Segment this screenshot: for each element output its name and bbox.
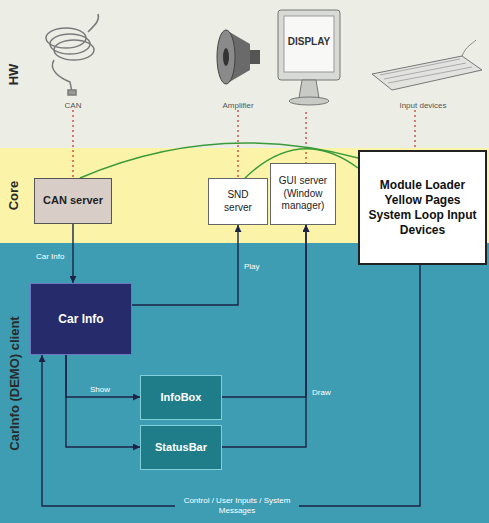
display-device: DISPLAY [278,10,340,112]
device-label: DISPLAY [286,36,332,47]
connector [42,265,420,506]
connector-label: Car Info [34,252,66,262]
connector [66,355,140,447]
can-device: CAN [42,12,104,110]
connector [237,110,238,178]
connector [72,110,73,178]
connector-label: Control / User Inputs / System Messages [175,496,299,515]
device-label: Amplifier [220,101,255,110]
connector-label: Play [242,262,262,272]
can-cable-icon [46,14,99,95]
box-label: GUI server (Window manager) [275,175,331,213]
device-label: CAN [63,101,84,110]
box-label: CAN server [43,194,103,208]
band-label: HW [6,63,21,85]
connector [305,112,306,163]
input-device: Input devices [362,12,484,110]
connector [222,225,306,447]
connector-label: Show [88,385,112,395]
band-label: Core [7,181,22,211]
connector-label: Draw [310,388,333,398]
box-label: InfoBox [161,391,202,405]
connector [72,224,73,283]
widget-box: StatusBar [140,425,222,470]
band-label: CarInfo (DEMO) client [7,316,22,450]
keyboard-icon [372,40,482,90]
server-box: SND server [208,178,268,225]
band-label-holder: Core [0,148,28,243]
amplifier-device: Amplifier [200,12,276,110]
client-band: CarInfo (DEMO) client Car InfoInfoBoxStat… [0,243,489,523]
box-label: StatusBar [155,441,207,455]
server-box: CAN server [34,178,112,224]
box-label: SND server [213,189,263,214]
device-label: Input devices [397,101,448,110]
connector [66,355,140,397]
connector [80,143,358,178]
core-services-box: Module Loader Yellow Pages System Loop I… [358,150,487,265]
box-label: Car Info [58,312,103,327]
band-label-holder: CarInfo (DEMO) client [0,243,28,523]
speaker-icon [217,30,260,84]
widget-box: InfoBox [140,375,222,420]
monitor-icon [278,10,340,105]
client-module-box: Car Info [30,283,132,355]
box-label: Module Loader Yellow Pages System Loop I… [364,178,481,238]
connector [245,149,358,178]
band-label-holder: HW [0,0,28,148]
connector [222,225,306,397]
connector [132,225,238,305]
server-box: GUI server (Window manager) [270,163,336,225]
connector [414,110,415,150]
